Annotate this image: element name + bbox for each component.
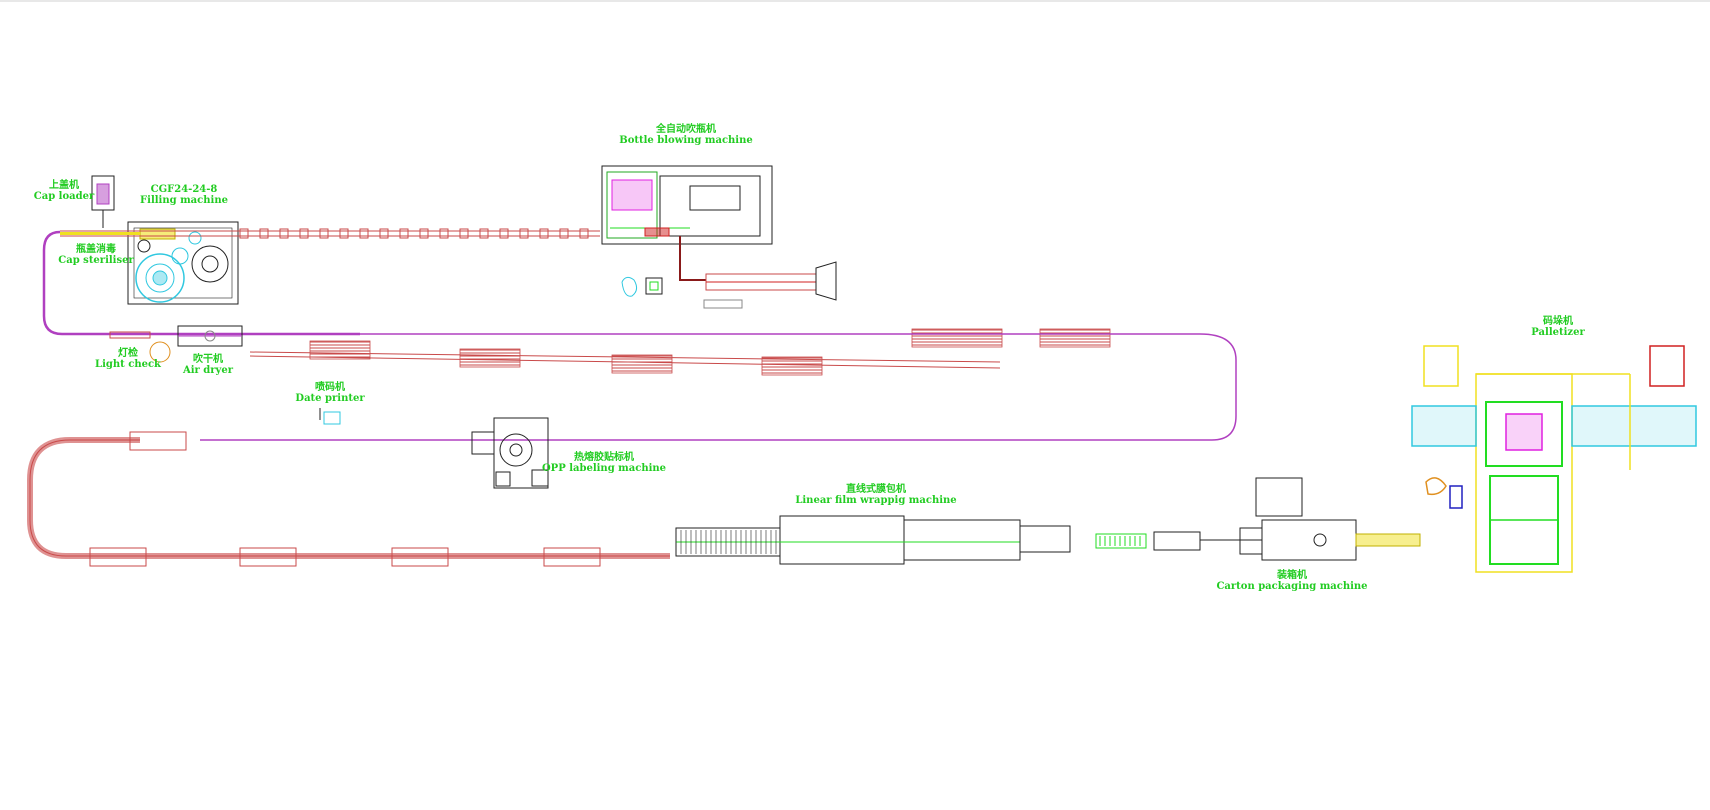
- film-wrapping-label-zh: 直线式膜包机: [845, 484, 906, 495]
- top-border-line: [0, 0, 1710, 2]
- film-wrapping-label-en: Linear film wrappig machine: [795, 495, 957, 506]
- buffer-table: [391, 547, 449, 567]
- carton-packaging-label-en: Carton packaging machine: [1216, 581, 1368, 592]
- cap-loader-label: 上盖机 Cap loader: [34, 180, 94, 202]
- filling-machine-label-zh: CGF24-24-8: [150, 184, 218, 195]
- accumulation-table: [1039, 328, 1111, 348]
- table-frame: [911, 328, 1003, 348]
- light-check-station: [109, 331, 171, 363]
- conveyor-mark: [299, 228, 309, 239]
- light-check-label-en: Light check: [95, 359, 161, 370]
- conveyor-mark: [439, 228, 449, 239]
- filling-machine-label-en: Filling machine: [140, 195, 228, 206]
- buffer-conveyor-left-loop: [27, 431, 670, 567]
- filling-machine: [127, 221, 239, 305]
- buffer-table: [239, 547, 297, 567]
- palletizer-label: 码垛机 Palletizer: [1531, 316, 1584, 338]
- buffer-loop-edge: [29, 439, 670, 557]
- opp-labeling-machine: [471, 417, 549, 489]
- accumulation-table: [761, 356, 823, 376]
- air-dryer-label-zh: 吹干机: [192, 354, 223, 365]
- opp-labeling-label: 热熔胶贴标机 OPP labeling machine: [542, 452, 666, 474]
- cap-steriliser-label-en: Cap steriliser: [58, 255, 134, 266]
- bottle-blowing-machine: [601, 165, 773, 245]
- opp-labeling-label-zh: 热熔胶贴标机: [574, 452, 634, 463]
- bottle-blowing-label-en: Bottle blowing machine: [619, 135, 753, 146]
- linear-film-wrapping-machine: [675, 515, 1201, 565]
- small-component-icons: [621, 276, 663, 297]
- conveyor-mark: [239, 228, 249, 239]
- table-frame: [309, 340, 371, 360]
- date-printer-label: 喷码机 Date printer: [295, 382, 364, 404]
- air-dryer-label-en: Air dryer: [182, 365, 234, 376]
- table-frame: [1039, 328, 1111, 348]
- chain-return-right: [200, 333, 1237, 441]
- conveyor-mark: [579, 228, 589, 239]
- wrapper-infeed-slats: [675, 530, 1141, 554]
- table-frame: [459, 348, 521, 368]
- date-printer-machine: [319, 408, 341, 425]
- bottle-blowing-label: 全自动吹瓶机 Bottle blowing machine: [619, 124, 752, 146]
- carton-outfeed-conveyor: [1355, 533, 1421, 547]
- accumulation-table: [459, 348, 521, 368]
- air-dryer-label: 吹干机 Air dryer: [183, 354, 233, 376]
- conveyor-mark: [379, 228, 389, 239]
- bottle-blowing-label-zh: 全自动吹瓶机: [656, 124, 716, 135]
- date-printer-label-zh: 喷码机: [314, 382, 345, 393]
- conveyor-mark: [539, 228, 549, 239]
- filling-machine-label: CGF24-24-8 Filling machine: [140, 184, 228, 206]
- conveyor-mark: [339, 228, 349, 239]
- filling-to-blower-conveyor: [60, 230, 600, 237]
- palletizer-machine: [1411, 345, 1697, 573]
- conveyor-mark: [479, 228, 489, 239]
- conveyor-mark: [459, 228, 469, 239]
- cap-loader-label-en: Cap loader: [33, 191, 95, 202]
- opp-labeling-label-en: OPP labeling machine: [541, 463, 667, 474]
- light-check-label: 灯检 Light check: [95, 348, 161, 370]
- date-printer-label-en: Date printer: [295, 393, 365, 404]
- table-frame: [761, 356, 823, 376]
- preform-feeder: [679, 236, 837, 309]
- light-check-label-zh: 灯检: [118, 348, 138, 359]
- carton-packaging-machine: [1200, 477, 1357, 561]
- cap-loader-machine: [91, 175, 115, 228]
- conveyor-mark: [519, 228, 529, 239]
- conveyor-mark: [259, 228, 269, 239]
- carton-packaging-label: 装箱机 Carton packaging machine: [1216, 570, 1367, 592]
- conveyor-mark: [559, 228, 569, 239]
- conveyor-mark: [319, 228, 329, 239]
- buffer-table: [129, 431, 187, 451]
- accumulation-table: [309, 340, 371, 360]
- conveyor-mark: [359, 228, 369, 239]
- chain-loop-left: [42, 230, 360, 336]
- conveyor-mark: [279, 228, 289, 239]
- conveyor-mark: [399, 228, 409, 239]
- cap-steriliser-label-zh: 瓶盖消毒: [75, 244, 116, 255]
- conveyor-mark: [499, 228, 509, 239]
- palletizer-label-en: Palletizer: [1531, 327, 1585, 338]
- accumulation-conveyor-row-2: [249, 328, 1111, 376]
- table-frame: [611, 354, 673, 374]
- cap-loader-label-zh: 上盖机: [48, 180, 79, 191]
- conveyor-segment-marks: [239, 228, 589, 239]
- cap-steriliser-label: 瓶盖消毒 Cap steriliser: [58, 244, 133, 266]
- carton-packaging-label-zh: 装箱机: [1276, 570, 1307, 581]
- accumulation-table: [911, 328, 1003, 348]
- buffer-table: [89, 547, 147, 567]
- buffer-table: [543, 547, 601, 567]
- film-wrapping-label: 直线式膜包机 Linear film wrappig machine: [795, 484, 956, 506]
- conveyor-rail: [249, 351, 1001, 363]
- accumulation-table: [611, 354, 673, 374]
- conveyor-mark: [419, 228, 429, 239]
- air-dryer-machine: [177, 325, 243, 347]
- palletizer-label-zh: 码垛机: [1542, 316, 1573, 327]
